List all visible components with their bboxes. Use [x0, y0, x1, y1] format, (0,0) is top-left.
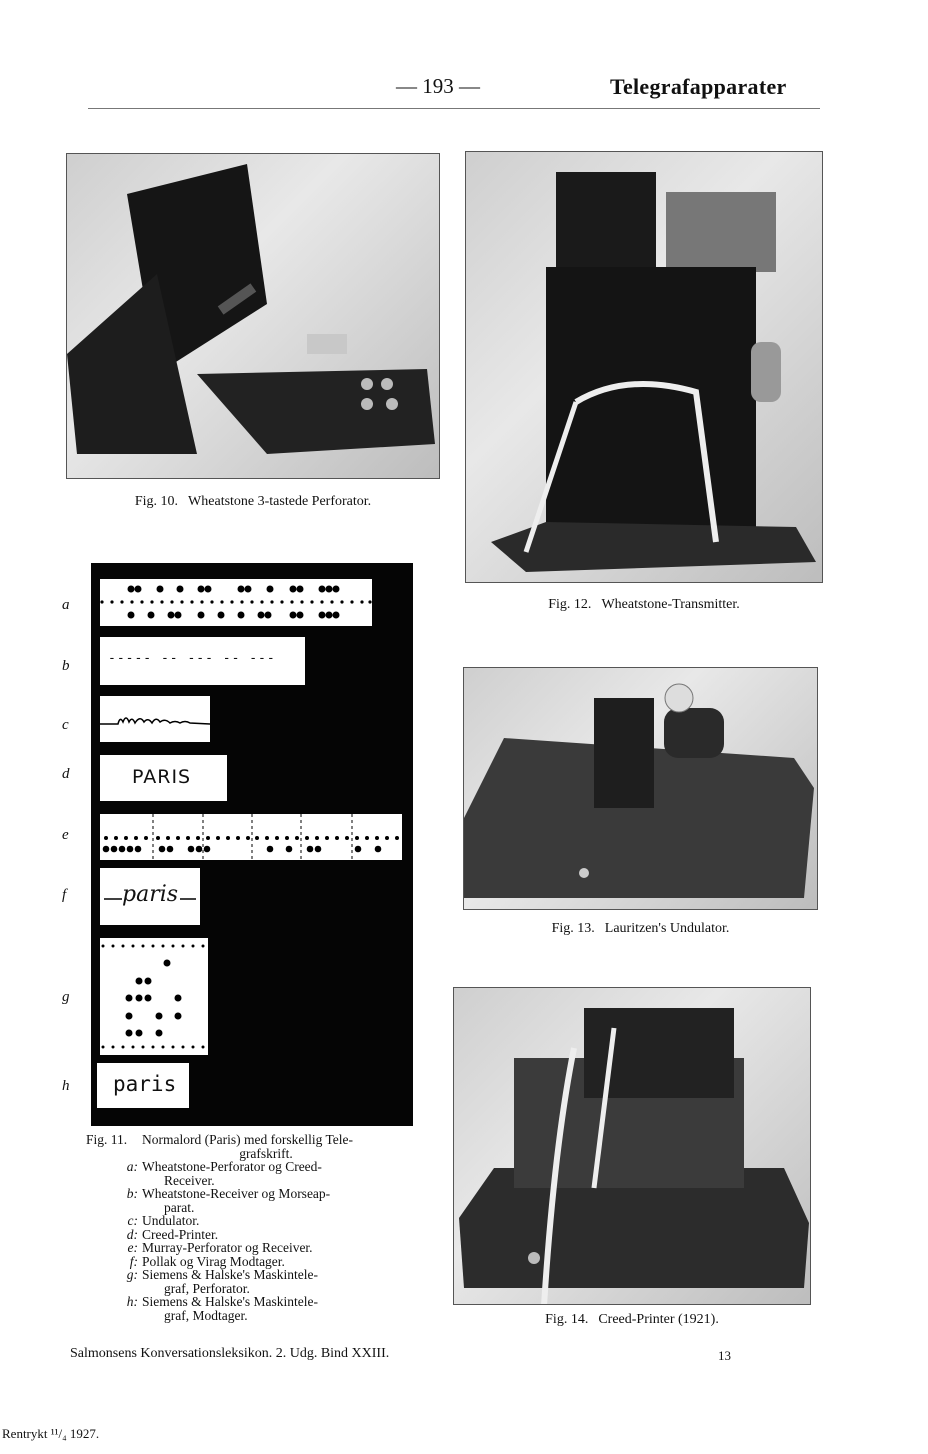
legend-item-d: d:Creed-Printer.: [126, 1226, 219, 1242]
fig14-number: Fig. 14.: [545, 1312, 589, 1327]
fig11-number: Fig. 11.: [86, 1132, 128, 1147]
fig11-title-line2: grafskrift.: [239, 1145, 293, 1161]
transmitter-illustration: [491, 172, 816, 572]
perforator-illustration: [67, 164, 435, 454]
fig12-number: Fig. 12.: [548, 597, 592, 612]
fig10-photo: [66, 153, 440, 479]
fig11-legend: Fig. 11. Normalord (Paris) med forskelli…: [86, 1133, 416, 1322]
perforation-pattern-e: [102, 814, 399, 860]
fig12-caption: Fig. 12. Wheatstone-Transmitter.: [465, 597, 823, 613]
legend-item-h: h:Siemens & Halske's Maskintele-: [126, 1294, 319, 1309]
legend-item-a: a:Wheatstone-Perforator og Creed-: [126, 1159, 322, 1174]
legend-item-a-cont: Receiver.: [164, 1172, 215, 1188]
header-rule: [88, 108, 820, 109]
reprint-note: Rentrykt ¹¹/₄ 1927.: [2, 1426, 100, 1441]
fig11-panel: ----- -- --- -- --- PARIS: [91, 563, 413, 1126]
creed-text: PARIS: [132, 766, 192, 788]
row-label-h: h: [62, 1078, 70, 1094]
legend-item-b: b:Wheatstone-Receiver og Morseap-: [126, 1186, 331, 1201]
creed-printer-illustration: [459, 1008, 809, 1304]
legend-item-h-cont: graf, Modtager.: [164, 1307, 248, 1323]
fig12-photo: [465, 151, 823, 583]
fig11-title-line1: Normalord (Paris) med forskellig Tele-: [142, 1132, 353, 1147]
row-label-d: d: [62, 766, 70, 782]
perforation-pattern-g: [101, 944, 205, 1049]
strip-f-pollak-virag: paris: [100, 868, 200, 925]
row-label-f: f: [62, 887, 67, 903]
legend-item-g: g:Siemens & Halske's Maskintele-: [126, 1267, 319, 1282]
strip-e-murray-tape: [100, 814, 402, 860]
publication-footer: Salmonsens Konversationsleksikon. 2. Udg…: [70, 1346, 390, 1361]
page-number: — 193 —: [396, 74, 480, 98]
legend-item-b-cont: parat.: [164, 1199, 195, 1215]
legend-item-g-cont: graf, Perforator.: [164, 1280, 250, 1296]
fig13-text: Lauritzen's Undulator.: [604, 921, 730, 936]
legend-item-e: e:Murray-Perforator og Receiver.: [127, 1240, 313, 1255]
undulator-illustration: [464, 683, 814, 898]
fig13-number: Fig. 13.: [551, 921, 595, 936]
row-label-g: g: [62, 989, 70, 1005]
sheet-number: 13: [718, 1348, 731, 1363]
row-label-e: e: [62, 827, 69, 843]
fig14-caption: Fig. 14. Creed-Printer (1921).: [453, 1312, 811, 1328]
strip-a-wheatstone-tape: [100, 579, 372, 626]
siemens-text: paris: [113, 1072, 177, 1096]
row-label-b: b: [62, 658, 70, 674]
row-label-a: a: [62, 597, 70, 613]
fig12-text: Wheatstone-Transmitter.: [601, 597, 740, 612]
strip-g-siemens-perforator: [100, 938, 208, 1055]
perforation-pattern-a: [100, 585, 372, 619]
section-title: Telegrafapparater: [610, 74, 787, 99]
strip-b-morse: ----- -- --- -- ---: [100, 637, 305, 685]
fig10-caption: Fig. 10. Wheatstone 3-tastede Perforator.: [66, 494, 440, 510]
undulator-waveform: [100, 717, 211, 725]
legend-item-c: c:Undulator.: [127, 1213, 200, 1228]
fig13-caption: Fig. 13. Lauritzen's Undulator.: [463, 921, 818, 937]
row-label-c: c: [62, 717, 69, 733]
baseline-stroke: [104, 898, 196, 900]
legend-item-f: f:Pollak og Virag Modtager.: [129, 1253, 285, 1269]
strip-d-creed: PARIS: [100, 755, 227, 801]
fig14-text: Creed-Printer (1921).: [598, 1312, 719, 1327]
fig13-photo: [463, 667, 818, 910]
fig10-text: Wheatstone 3-tastede Perforator.: [188, 494, 372, 509]
fig11-title: Fig. 11. Normalord (Paris) med forskelli…: [86, 1133, 416, 1147]
fig14-photo: [453, 987, 811, 1305]
fig10-number: Fig. 10.: [134, 494, 179, 509]
morse-text: ----- -- --- -- ---: [108, 651, 276, 666]
strip-c-undulator: [100, 696, 211, 742]
strip-h-siemens-receiver: paris: [97, 1063, 189, 1108]
pollak-text: paris: [122, 882, 179, 907]
